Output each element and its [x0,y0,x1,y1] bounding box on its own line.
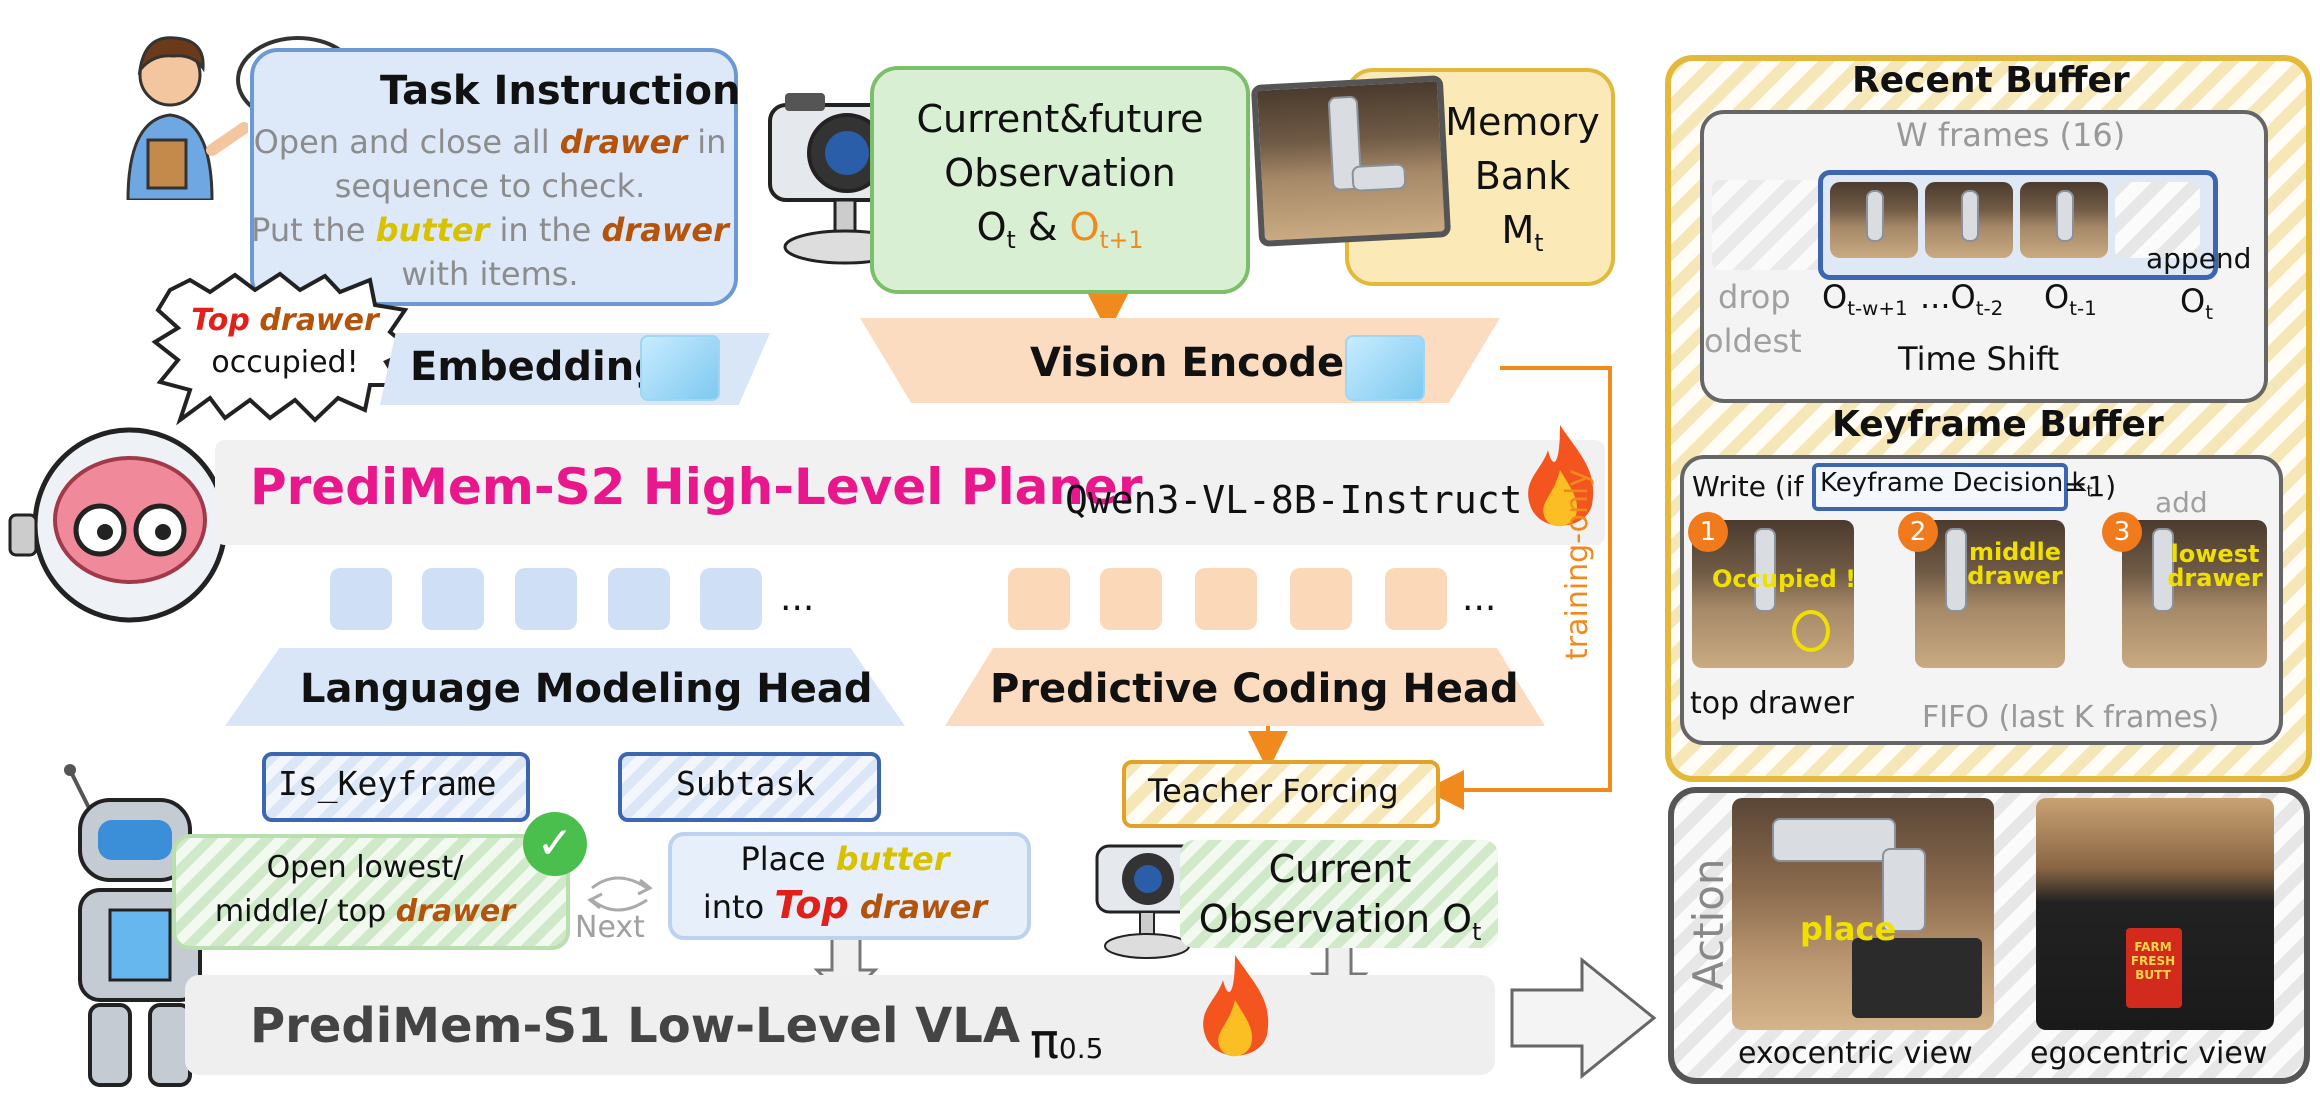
is-keyframe-label: Is_Keyframe [278,764,497,803]
vision-encoder-label: Vision Encoder [1030,340,1364,386]
keyframe-3-text: lowest drawer [2167,540,2263,592]
speech-burst-icon [151,271,416,426]
egocentric-label: egocentric view [2030,1036,2268,1071]
place-label: place [1800,910,1897,948]
checkmark-icon: ✓ [523,812,587,876]
top-drawer-label: top drawer [1690,686,1854,721]
badge-2: 2 [1898,512,1938,552]
keyframe-buffer-title: Keyframe Buffer [1832,404,2164,445]
task-text: Open and close all drawer in sequence to… [251,123,729,293]
append-label: append [2146,242,2252,275]
brain-astronaut-icon [0,420,260,630]
subtask-next-box [668,832,1031,940]
fire-icon [1195,950,1275,1070]
keyframe-3 [2122,520,2267,668]
add-label: add [2155,486,2208,519]
subtask-prev-text: Open lowest/ middle/ top drawer [214,850,516,929]
drop-label: drop [1718,278,1791,316]
task-title: Task Instruction [380,68,741,114]
keyframe-2-text: middle drawer [1967,538,2063,590]
lm-head-block [225,648,905,726]
s1-pi: π0.5 [1030,1014,1104,1070]
ice-cube-icon [640,335,720,401]
lang-token [700,568,762,630]
ice-cube-icon [1345,335,1425,401]
s1-title: PrediMem-S1 Low-Level VLA [250,998,1021,1054]
frame-label-3: Ot-1 [2044,278,2097,320]
subtask-box [618,752,881,822]
observation-text: Current&future Observation Ot & Ot+1 [916,97,1204,255]
memory-robot-image [1250,75,1452,247]
speech-text: Top drawer occupied! [191,303,379,380]
s1-bar [185,975,1495,1075]
fire-icon [1520,420,1600,540]
current-obs-box [1180,840,1498,948]
is-keyframe-box [262,752,530,822]
frame-label-2: ...Ot-2 [1920,278,2004,320]
lm-head-label: Language Modeling Head [300,666,873,712]
w-frames-label: W frames (16) [1896,116,2126,154]
pred-token-ellipsis: ... [1462,578,1497,619]
egocentric-image [2036,798,2274,1030]
observation-box [870,66,1250,294]
embedding-label: Embedding [410,344,663,390]
pc-head-label: Predictive Coding Head [990,666,1519,712]
memory-bank-text: Memory Bank Mt [1445,100,1600,258]
recent-frame-1 [1830,182,1918,258]
append-o-label: Ot [2180,282,2213,324]
pred-token [1008,568,1070,630]
write-prefix: Write (if [1692,470,1804,503]
badge-1: 1 [1688,512,1728,552]
planner-bar [215,440,1605,545]
planner-title: PrediMem-S2 High-Level Planer [250,458,1143,516]
lang-token-ellipsis: ... [780,578,815,619]
lang-token [330,568,392,630]
teacher-forcing-label: Teacher Forcing [1148,772,1399,810]
camera-small-icon [1092,826,1202,966]
action-title: Action [1684,858,1733,990]
keyframe-1-text: Occupied ! [1712,565,1857,593]
subtask-prev-box [172,834,570,950]
training-only-arrow [1424,366,1612,810]
recent-frame-2 [1925,182,2013,258]
pred-token [1195,568,1257,630]
write-suffix: =1) [2064,470,2117,503]
pred-token [1290,568,1352,630]
recent-buffer-title: Recent Buffer [1852,60,2130,101]
planner-model: Qwen3-VL-8B-Instruct [1065,478,1523,522]
frame-label-1: Ot-w+1 [1822,278,1908,320]
task-avatar-icon [108,30,250,202]
exocentric-label: exocentric view [1738,1036,1973,1071]
subtask-label: Subtask [676,764,816,803]
next-arrow-icon [587,876,653,912]
robot-icon [50,760,260,1100]
pred-token [1385,568,1447,630]
task-instruction-box [250,48,738,306]
dropped-frame [1712,180,1822,270]
butter-box-text: FARM FRESH BUTT [2130,940,2176,982]
lang-token [515,568,577,630]
keyframe-decision-label: Keyframe Decision kt [1820,468,2093,501]
training-only-label: training-only [1560,468,1595,660]
next-label: Next [575,910,645,945]
subtask-next-text: Place butter into Top drawer [702,840,988,927]
pc-head-block [945,648,1545,726]
lang-token [608,568,670,630]
action-arrow [1510,956,1657,1080]
lang-token [422,568,484,630]
oldest-label: oldest [1704,322,1802,360]
current-obs-text: Current Observation Ot [1198,847,1482,947]
empty-slot [2115,182,2200,258]
exocentric-image [1732,798,1994,1030]
badge-3: 3 [2102,512,2142,552]
time-shift-label: Time Shift [1898,340,2060,378]
recent-frame-3 [2020,182,2108,258]
pred-token [1100,568,1162,630]
keyframe-2 [1915,520,2065,668]
fifo-label: FIFO (last K frames) [1922,700,2220,735]
keyframe-decision-box [1812,463,2068,511]
teacher-forcing-box [1122,760,1440,828]
